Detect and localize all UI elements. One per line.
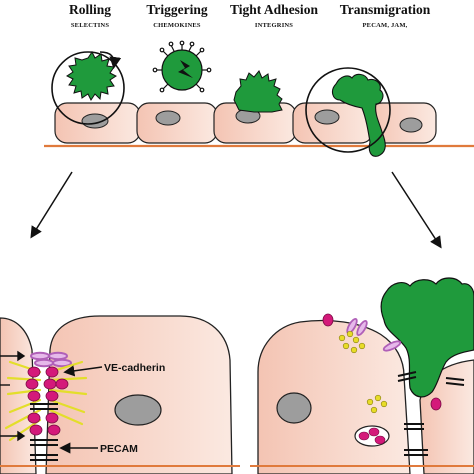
vesicle: [354, 425, 390, 447]
signal-bolt-icon: [178, 60, 193, 78]
left-edge-pointers: [0, 350, 26, 442]
nucleus: [155, 110, 181, 126]
chemokine-receptors: [152, 40, 212, 93]
pecam-bars: [397, 371, 465, 456]
zoom-arrow-right: [391, 171, 442, 249]
junction-detail-left: VE-cadherin PECAM: [0, 315, 240, 474]
nucleus: [399, 117, 423, 133]
leukocyte-cell: [331, 73, 386, 157]
magnify-circle-left: [51, 51, 125, 125]
ve-cadherin-molecules: [346, 318, 402, 352]
adherent-leukocyte: [233, 70, 283, 113]
endothelial-cell-left: [0, 317, 37, 474]
ve-cadherin-pointer: [63, 365, 103, 377]
nucleus: [276, 392, 312, 424]
nucleus: [314, 109, 340, 125]
pecam-label: PECAM: [100, 443, 138, 455]
step-title: Tight Adhesion: [230, 2, 318, 17]
granules: [338, 330, 388, 414]
step-title: Triggering: [146, 2, 207, 17]
ve-cadherin-molecules: [30, 351, 72, 368]
magnify-circle-right: [305, 67, 391, 153]
nucleus: [114, 394, 162, 426]
zoom-arrow-left: [30, 171, 73, 239]
surface-molecules: [430, 397, 442, 411]
step-rolling-label: Rolling SELECTINS: [69, 2, 111, 29]
triggering-leukocyte: [152, 40, 212, 93]
endothelial-cell-left: [257, 319, 411, 474]
leukocyte-cell: [233, 70, 283, 113]
step-subtitle: CHEMOKINES: [153, 22, 201, 29]
adhesion-molecules: [25, 366, 69, 436]
pecam-bars: [30, 403, 58, 461]
step-triggering-label: Triggering CHEMOKINES: [146, 2, 207, 29]
transmigration-detail-right: [250, 277, 474, 474]
transmigrating-leukocyte: [331, 73, 386, 157]
step-transmigration-label: Transmigration PECAM, JAM,: [340, 2, 431, 29]
leukocyte-cell: [380, 277, 474, 398]
step-subtitle: PECAM, JAM,: [363, 22, 408, 29]
step-tight-adhesion-label: Tight Adhesion INTEGRINS: [230, 2, 318, 29]
step-subtitle: INTEGRINS: [255, 22, 293, 29]
surface-molecules: [322, 313, 334, 327]
leukocyte-cell: [66, 51, 117, 101]
step-title: Rolling: [69, 2, 111, 17]
step-subtitle: SELECTINS: [71, 22, 109, 29]
ve-cadherin-label: VE-cadherin: [104, 362, 165, 374]
step-title: Transmigration: [340, 2, 431, 17]
